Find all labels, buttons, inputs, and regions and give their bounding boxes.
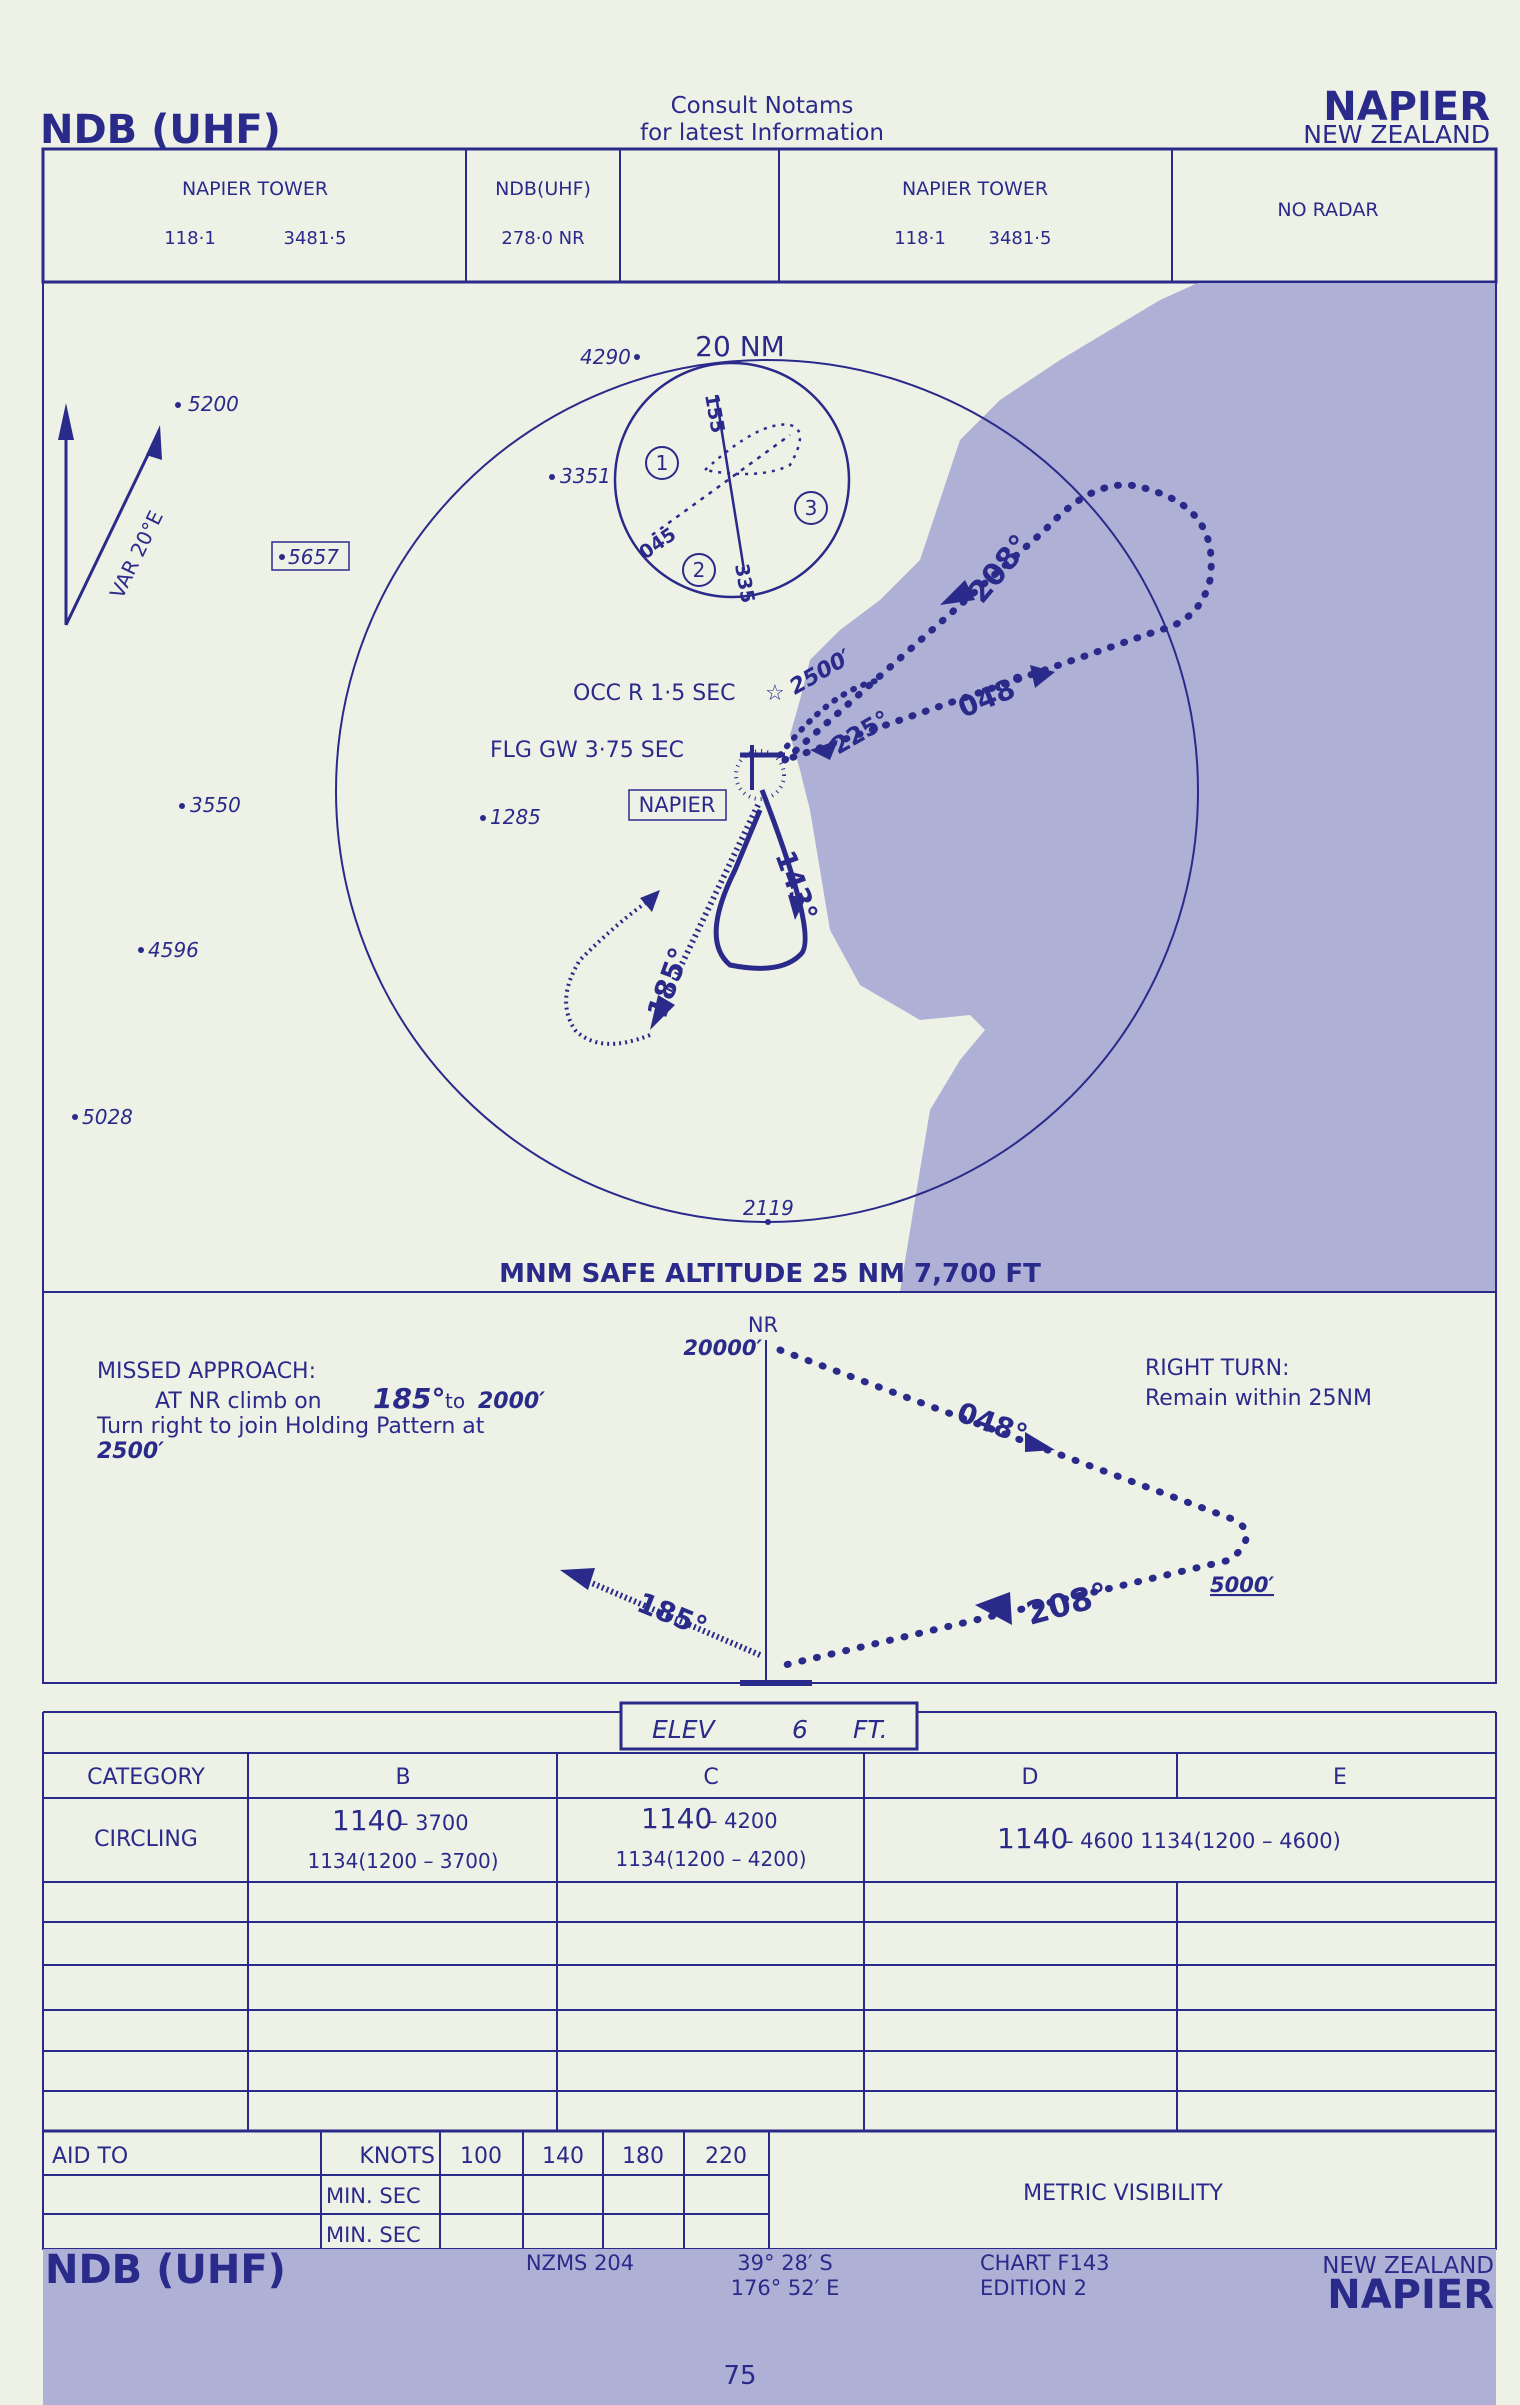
minima-table: CATEGORY B C D E CIRCLING 1140 – 3700 11… [42, 1712, 1497, 2133]
procedure-title: NDB (UHF) [40, 107, 281, 153]
sector-3: 3 [805, 496, 818, 520]
aid-to-label: AID TO [52, 2144, 128, 2169]
circling-b-main: 1140 [332, 1804, 403, 1837]
footer: NDB (UHF) NZMS 204 39° 28′ S 176° 52′ E … [43, 2247, 1496, 2405]
circling-b-alt: 1134(1200 – 3700) [307, 1849, 498, 1873]
category-d-header: D [1022, 1765, 1039, 1790]
circling-label: CIRCLING [94, 1827, 198, 1852]
right-turn-title: RIGHT TURN: [1145, 1356, 1290, 1381]
ndb-beacon-icon [734, 745, 786, 801]
latitude: 39° 28′ S [737, 2251, 832, 2275]
altitude-top: 20000′ [683, 1336, 762, 1360]
spot-height: 1285 [490, 805, 541, 829]
ndb-freq: 278·0 NR [501, 228, 584, 249]
timing-table: AID TO KNOTS 100 140 180 220 MIN. SEC MI… [42, 2130, 1497, 2250]
sea-shading [790, 282, 1496, 1292]
elev-unit: FT. [853, 1715, 888, 1744]
metric-visibility-label: METRIC VISIBILITY [1023, 2181, 1223, 2206]
profile-inbound-track: 208° [1022, 1575, 1112, 1633]
circling-de-main: 1140 [997, 1822, 1068, 1855]
min-sec-label: MIN. SEC [326, 2184, 421, 2208]
sector-entry-inset: 1 2 3 155 045 335 [613, 361, 851, 605]
right-turn-text: Remain within 25NM [1145, 1386, 1372, 1411]
circling-de-range: – 4600 1134(1200 – 4600) [1063, 1829, 1341, 1853]
elev-value: 6 [792, 1715, 808, 1744]
tower-name: NAPIER TOWER [182, 178, 328, 200]
sector-1: 1 [656, 451, 669, 475]
footer-country: NEW ZEALAND [1322, 2253, 1494, 2279]
comms-box: NAPIER TOWER 118·1 3481·5 NDB(UHF) 278·0… [41, 147, 1498, 284]
category-header: CATEGORY [87, 1765, 205, 1790]
footer-procedure: NDB (UHF) [45, 2247, 286, 2293]
tower-freq-uhf: 3481·5 [284, 228, 347, 249]
spot-height: 3550 [190, 793, 241, 817]
sector-2: 2 [693, 558, 706, 582]
profile-outbound-track: 048° [953, 1396, 1032, 1452]
elevation-box [619, 1701, 919, 1751]
radar-status: NO RADAR [1277, 199, 1378, 221]
spot-height: 3351 [560, 464, 611, 488]
footer-airport: NAPIER [1327, 2272, 1494, 2318]
longitude: 176° 52′ E [731, 2276, 840, 2300]
notam-notice-2: for latest Information [640, 120, 884, 146]
category-b-header: B [395, 1765, 410, 1790]
spot-height: 5200 [188, 392, 239, 416]
spot-height: 4290 [580, 345, 631, 369]
msa-label: MNM SAFE ALTITUDE 25 NM 7,700 FT [499, 1259, 1041, 1289]
north-arrow-icon [58, 403, 162, 626]
chart-number: CHART F143 [980, 2251, 1110, 2275]
missed-to: to [445, 1389, 465, 1413]
tower2-freq-vhf: 118·1 [894, 228, 946, 249]
inset-track-335: 335 [730, 562, 759, 605]
inset-track-155: 155 [700, 392, 729, 435]
missed-altitude: 2000′ [478, 1389, 545, 1414]
circling-b-main-range: – 3700 [398, 1811, 469, 1835]
altitude-bottom: 5000′ [1210, 1573, 1274, 1597]
speed-140: 140 [542, 2144, 584, 2169]
aerodrome-label: NAPIER [639, 793, 716, 817]
category-e-header: E [1333, 1765, 1347, 1790]
tower-freq-vhf: 118·1 [164, 228, 216, 249]
circling-c-main-range: – 4200 [707, 1809, 778, 1833]
final-track-label: 143° [768, 846, 824, 925]
missed-track: 185° [373, 1382, 445, 1415]
category-c-header: C [703, 1765, 718, 1790]
missed-track-label: 185° [641, 943, 697, 1022]
speed-220: 220 [705, 2144, 747, 2169]
speed-100: 100 [460, 2144, 502, 2169]
profile-missed-track: 185° [632, 1586, 712, 1644]
approach-track: 143° 185° [564, 789, 824, 1046]
spot-height: 5028 [82, 1105, 133, 1129]
star-icon: ☆ [765, 681, 785, 706]
spot-height: 5657 [288, 545, 339, 569]
missed-approach-title: MISSED APPROACH: [97, 1359, 316, 1384]
elev-label: ELEV [652, 1715, 717, 1744]
country-name: NEW ZEALAND [1303, 120, 1490, 149]
map-series: NZMS 204 [526, 2251, 634, 2275]
spot-height: 4596 [148, 938, 199, 962]
circling-c-main: 1140 [641, 1802, 712, 1835]
min-sec-label: MIN. SEC [326, 2223, 421, 2247]
range-ring-label: 20 NM [695, 330, 785, 363]
profile-view: MISSED APPROACH: AT NR climb on 185° to … [42, 1291, 1497, 1686]
tower2-freq-uhf: 3481·5 [989, 228, 1052, 249]
edition: EDITION 2 [980, 2276, 1087, 2300]
beacon-label: NR [748, 1313, 778, 1337]
light-occulting: OCC R 1·5 SEC [573, 681, 736, 706]
airport-name: NAPIER [1323, 84, 1490, 130]
tower2-name: NAPIER TOWER [902, 178, 1048, 200]
page-number: 75 [723, 2361, 756, 2391]
plan-view: 20 NM VAR 20°E 5200 4290 3351 5657 3550 … [42, 281, 1497, 1293]
notam-notice-1: Consult Notams [671, 93, 854, 119]
inset-track-045: 045 [635, 523, 680, 564]
light-flashing: FLG GW 3·75 SEC [490, 738, 684, 763]
circling-c-alt: 1134(1200 – 4200) [615, 1847, 806, 1871]
knots-label: KNOTS [359, 2144, 435, 2169]
missed-instruction-2: Turn right to join Holding Pattern at [96, 1414, 485, 1439]
speed-180: 180 [622, 2144, 664, 2169]
missed-instruction: AT NR climb on [155, 1389, 322, 1414]
missed-hold-altitude: 2500′ [97, 1439, 164, 1464]
spot-height: 2119 [743, 1196, 794, 1220]
ndb-name: NDB(UHF) [495, 178, 591, 200]
